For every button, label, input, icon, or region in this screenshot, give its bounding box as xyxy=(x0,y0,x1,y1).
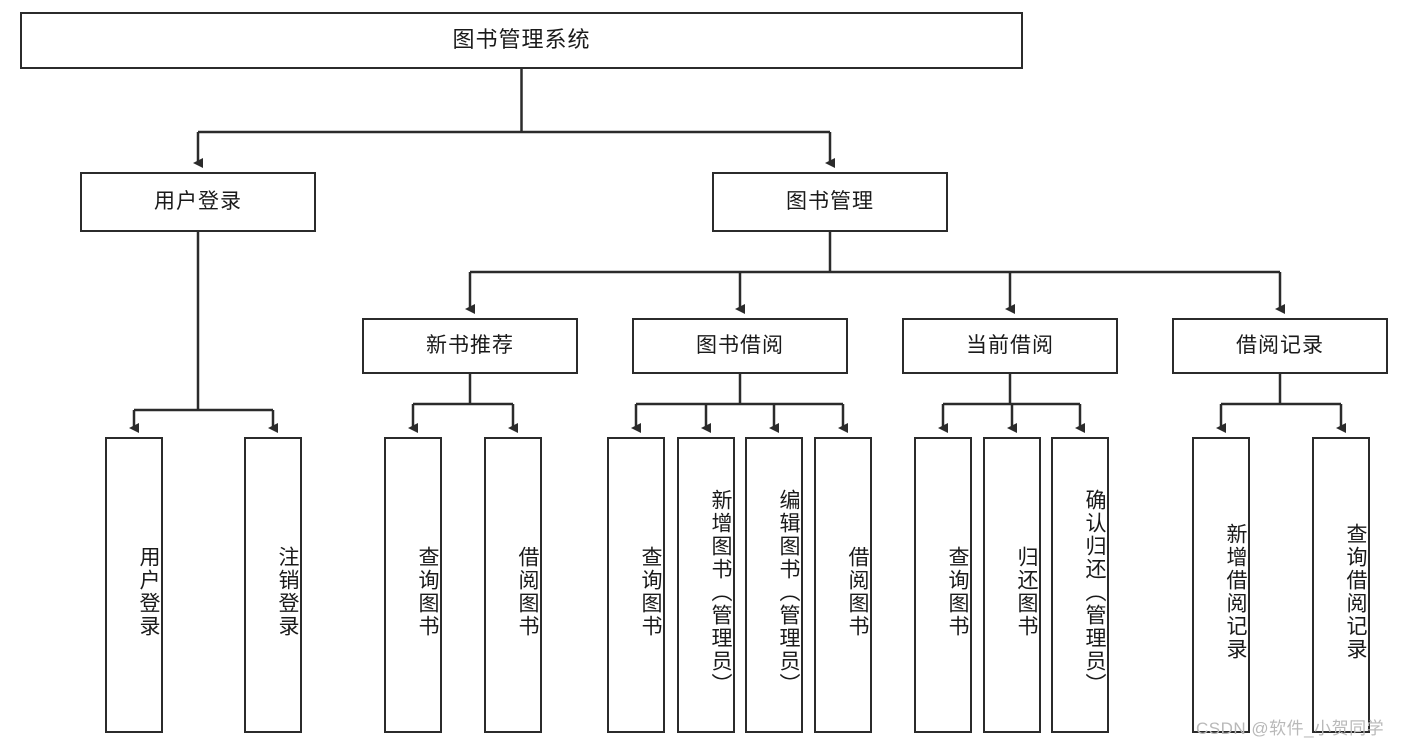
node-root-label: 图书管理系统 xyxy=(452,27,591,53)
node-borrow-record-label: 借阅记录 xyxy=(1236,334,1324,358)
node-leaf-add-record-label: 新增借阅记录 xyxy=(1224,523,1247,661)
node-root[interactable]: 图书管理系统 xyxy=(20,12,1023,69)
node-leaf-query-record-label: 查询借阅记录 xyxy=(1344,523,1367,661)
node-book-borrow[interactable]: 图书借阅 xyxy=(632,318,848,374)
node-leaf-edit-book[interactable]: 编辑图书（管理员） xyxy=(745,437,803,733)
node-new-book-recommend-label: 新书推荐 xyxy=(426,334,514,358)
node-leaf-return-book[interactable]: 归还图书 xyxy=(983,437,1041,733)
node-leaf-logout-label: 注销登录 xyxy=(276,546,299,638)
node-leaf-borrow-book-1-label: 借阅图书 xyxy=(516,546,539,638)
node-user-login[interactable]: 用户登录 xyxy=(80,172,316,232)
node-leaf-borrow-book-2-label: 借阅图书 xyxy=(846,546,869,638)
node-user-login-label: 用户登录 xyxy=(154,190,242,214)
node-leaf-user-login-label: 用户登录 xyxy=(137,546,160,638)
node-leaf-query-book-2-label: 查询图书 xyxy=(639,546,662,638)
node-leaf-confirm-return[interactable]: 确认归还（管理员） xyxy=(1051,437,1109,733)
node-leaf-user-login[interactable]: 用户登录 xyxy=(105,437,163,733)
node-leaf-add-book-label: 新增图书（管理员） xyxy=(709,488,732,696)
node-leaf-borrow-book-1[interactable]: 借阅图书 xyxy=(484,437,542,733)
node-leaf-add-book[interactable]: 新增图书（管理员） xyxy=(677,437,735,733)
node-leaf-query-book-2[interactable]: 查询图书 xyxy=(607,437,665,733)
node-book-manage[interactable]: 图书管理 xyxy=(712,172,948,232)
node-leaf-query-book-1-label: 查询图书 xyxy=(416,546,439,638)
node-leaf-query-book-1[interactable]: 查询图书 xyxy=(384,437,442,733)
node-borrow-record[interactable]: 借阅记录 xyxy=(1172,318,1388,374)
node-leaf-add-record[interactable]: 新增借阅记录 xyxy=(1192,437,1250,733)
node-leaf-logout[interactable]: 注销登录 xyxy=(244,437,302,733)
node-leaf-query-record[interactable]: 查询借阅记录 xyxy=(1312,437,1370,733)
node-book-manage-label: 图书管理 xyxy=(786,190,874,214)
node-new-book-recommend[interactable]: 新书推荐 xyxy=(362,318,578,374)
node-book-borrow-label: 图书借阅 xyxy=(696,334,784,358)
node-leaf-return-book-label: 归还图书 xyxy=(1015,546,1038,638)
node-leaf-query-book-3-label: 查询图书 xyxy=(946,546,969,638)
node-leaf-query-book-3[interactable]: 查询图书 xyxy=(914,437,972,733)
node-leaf-confirm-return-label: 确认归还（管理员） xyxy=(1083,488,1106,696)
node-leaf-edit-book-label: 编辑图书（管理员） xyxy=(777,488,800,696)
csdn-watermark: CSDN @软件_小贺同学 xyxy=(1196,719,1385,738)
node-leaf-borrow-book-2[interactable]: 借阅图书 xyxy=(814,437,872,733)
node-current-borrow-label: 当前借阅 xyxy=(966,334,1054,358)
node-current-borrow[interactable]: 当前借阅 xyxy=(902,318,1118,374)
